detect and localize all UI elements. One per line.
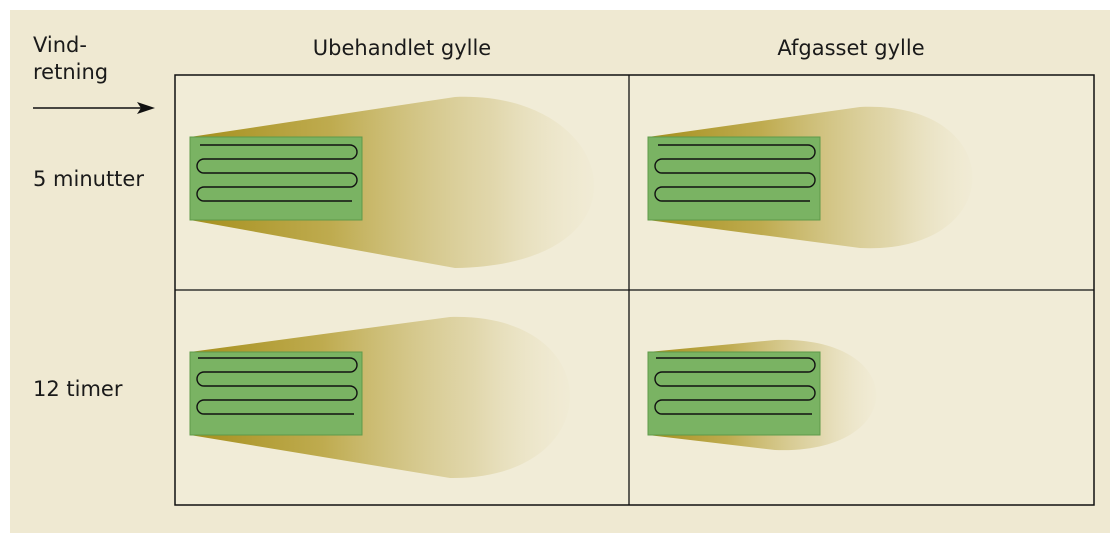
field-untreated-5min <box>189 136 363 221</box>
spreading-track <box>196 357 358 415</box>
wind-direction-arrow <box>33 102 155 114</box>
row-label-12h: 12 timer <box>33 377 123 401</box>
field-digested-12h <box>647 351 821 436</box>
spreading-track <box>196 144 358 202</box>
column-header-untreated: Ubehandlet gylle <box>312 36 492 60</box>
wind-label-line2: retning <box>33 60 109 84</box>
row-label-5min: 5 minutter <box>33 167 144 191</box>
field-untreated-12h <box>189 351 363 436</box>
field-digested-5min <box>647 136 821 221</box>
spreading-track <box>654 357 816 415</box>
spreading-track <box>654 144 816 202</box>
column-header-digested: Afgasset gylle <box>777 36 925 60</box>
wind-label-line1: Vind- <box>33 33 87 57</box>
